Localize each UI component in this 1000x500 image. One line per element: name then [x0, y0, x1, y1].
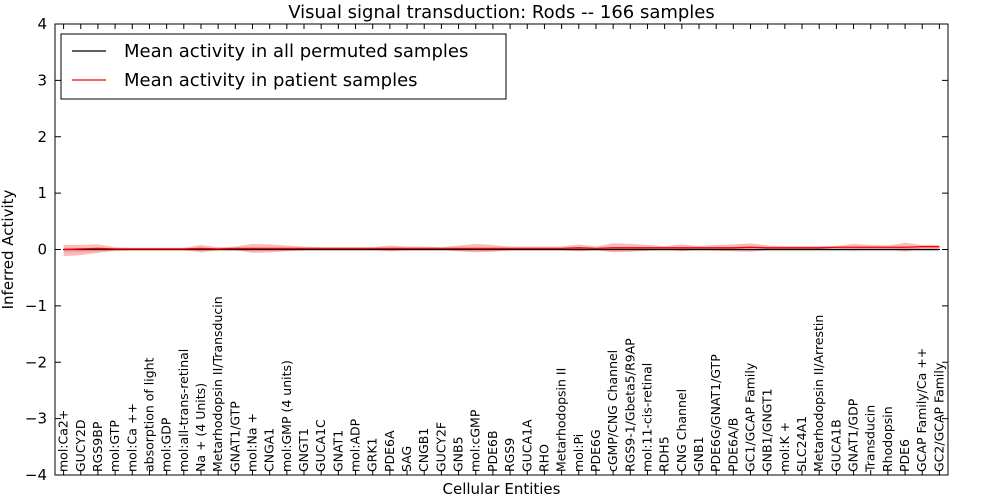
x-tick-label: mol:cGMP [468, 409, 483, 472]
y-tick-label: −1 [25, 297, 47, 315]
x-tick-label: GUCA1B [828, 419, 843, 472]
x-tick-label: RGS9 [502, 438, 517, 472]
x-tick-label: RDH5 [657, 436, 672, 472]
x-tick-label: GRK1 [365, 437, 380, 472]
x-tick-label: Metarhodopsin II/Arrestin [811, 315, 826, 472]
x-tick-label: RGS9-1/Gbeta5/R9AP [622, 338, 637, 472]
x-tick-label: PDE6G/GNAT1/GTP [708, 354, 723, 472]
legend: Mean activity in all permuted samples Me… [60, 33, 507, 100]
y-tick-label: 0 [37, 241, 47, 259]
x-tick-label: GNAT1/GDP [846, 398, 861, 472]
x-tick-label: mol:11-cis-retinal [639, 363, 654, 472]
x-tick-label: Rhodopsin [880, 406, 895, 472]
x-axis-label: Cellular Entities [443, 480, 561, 498]
x-tick-label: CNGB1 [416, 428, 431, 472]
y-axis: −4 −3 −2 −1 0 1 2 3 4 [25, 15, 948, 484]
x-tick-label: GC2/GCAP Family [931, 362, 946, 472]
x-tick-label: Metarhodopsin II [554, 368, 569, 472]
x-tick-label: SLC24A1 [794, 416, 809, 472]
x-tick-label: GCAP Family/Ca ++ [914, 348, 929, 472]
x-tick-label: cGMP/CNG Channel [605, 350, 620, 472]
x-tick-label: RGS9BP [90, 421, 105, 472]
legend-label-patient: Mean activity in patient samples [124, 70, 418, 91]
series-lines [63, 246, 940, 251]
x-tick-label: RHO [536, 444, 551, 472]
x-tick-label: GUCA1C [313, 419, 328, 472]
x-tick-label: PDE6B [485, 430, 500, 472]
x-tick-label: mol:ADP [348, 418, 363, 472]
x-tick-label: GNB1 [691, 436, 706, 472]
y-tick-label: −2 [25, 353, 47, 371]
x-tick-label: mol:Na + [244, 413, 259, 472]
x-tick-label: mol:Ca2+ [56, 410, 71, 472]
y-axis-label: Inferred Activity [0, 189, 17, 309]
x-tick-label: GNGT1 [296, 428, 311, 472]
chart-title: Visual signal transduction: Rods -- 166 … [288, 2, 715, 23]
x-tick-label: CNGA1 [262, 428, 277, 472]
x-tick-label: PDE6G [588, 429, 603, 472]
x-tick-label: GNB5 [451, 436, 466, 472]
x-tick-label: Transducin [863, 405, 878, 473]
x-tick-label: mol:GDP [159, 417, 174, 472]
legend-box [60, 33, 507, 100]
x-tick-label: GNAT1/GTP [227, 401, 242, 472]
x-tick-label: mol:GTP [107, 420, 122, 472]
x-tick-label: PDE6A/B [725, 418, 740, 472]
x-tick-label: mol:K + [777, 422, 792, 472]
x-tick-label: GNAT1 [330, 430, 345, 472]
x-tick-label: GNB1/GNGT1 [760, 388, 775, 472]
series-line-patient [63, 246, 940, 251]
y-tick-label: 4 [37, 15, 47, 33]
x-tick-label: GUCA1A [519, 419, 534, 472]
x-tick-label: mol:Ca ++ [124, 403, 139, 472]
legend-label-permuted: Mean activity in all permuted samples [124, 41, 468, 62]
x-tick-label: mol:GMP (4 units) [279, 360, 294, 472]
y-tick-label: −3 [25, 410, 47, 428]
x-tick-label: PDE6 [897, 439, 912, 472]
y-tick-label: 1 [37, 184, 47, 202]
y-tick-label: −4 [25, 466, 47, 484]
x-tick-label: mol:all-trans-retinal [176, 349, 191, 472]
x-tick-label: Metarhodopsin II/Transducin [210, 296, 225, 472]
x-tick-label: mol:Pi [571, 434, 586, 472]
x-tick-label: GC1/GCAP Family [743, 362, 758, 472]
x-tick-label: absorption of light [141, 357, 156, 472]
x-tick-label: PDE6A [382, 430, 397, 472]
x-tick-label: GUCY2F [433, 422, 448, 472]
y-tick-label: 2 [37, 128, 47, 146]
x-tick-label: Na + (4 Units) [193, 383, 208, 472]
y-tick-label: 3 [37, 71, 47, 89]
x-tick-label: GUCY2D [73, 419, 88, 472]
x-tick-label: CNG Channel [674, 389, 689, 472]
x-tick-label: SAG [399, 446, 414, 472]
